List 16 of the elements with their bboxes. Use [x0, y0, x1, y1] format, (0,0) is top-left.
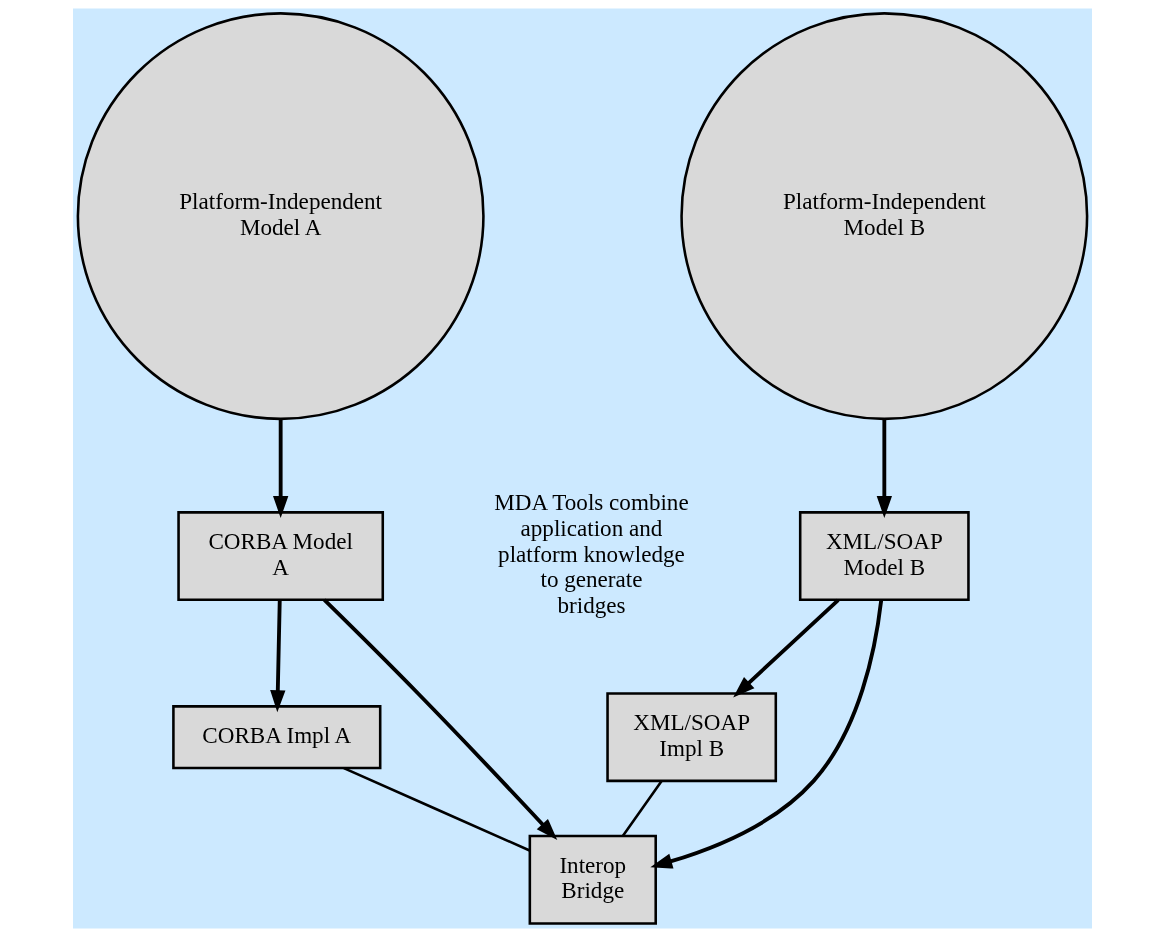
connector [621, 780, 662, 837]
node-box: Interop Bridge [528, 834, 657, 925]
node-box: CORBA Impl A [171, 705, 381, 770]
arrow [732, 598, 839, 698]
node-box: CORBA Model A [176, 511, 384, 602]
node-circle: Platform-Independent Model A [76, 12, 485, 421]
arrow [322, 598, 557, 841]
arrow [269, 600, 285, 713]
node-box: XML/SOAP Model B [798, 511, 970, 602]
node-circle: Platform-Independent Model B [679, 12, 1088, 421]
arrow [876, 419, 892, 518]
node-box: XML/SOAP Impl B [605, 692, 777, 783]
arrow [272, 419, 288, 518]
label: MDA Tools combine application and platform knowledge to generate bridges [493, 489, 689, 619]
arrow [649, 599, 883, 869]
connector [342, 767, 530, 852]
